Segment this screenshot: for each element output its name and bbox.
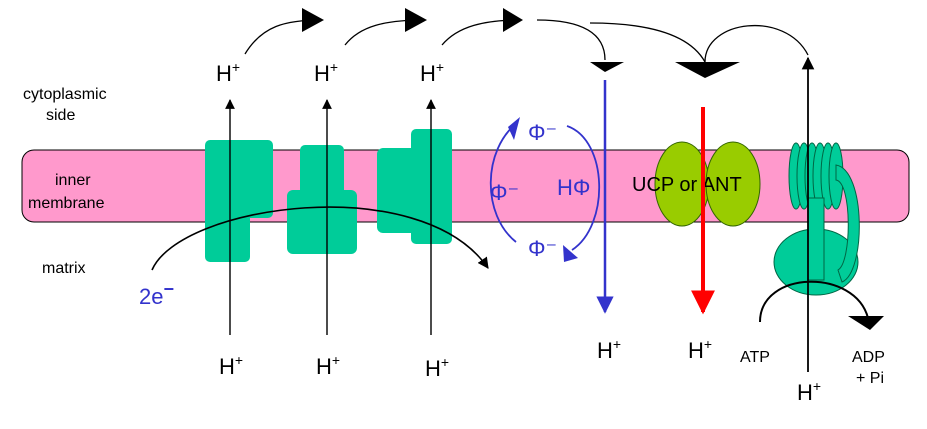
proton-label-top-2: H+ (314, 59, 338, 86)
phi-minus-top-label: Φ⁻ (528, 120, 557, 145)
proton-label-bottom-4: H+ (597, 336, 621, 363)
proton-flow-arrowhead-1 (302, 8, 324, 32)
electrons-label: 2e− (139, 279, 174, 309)
adp-label: ADP (852, 349, 885, 366)
fatty-acid-cycle-left-arc (489, 121, 519, 243)
atp-synthesis-arrowhead (848, 316, 884, 330)
inner-membrane-label-2: membrane (28, 195, 105, 212)
inner-membrane-label-1: inner (55, 172, 91, 189)
proton-label-bottom-6: H+ (797, 378, 821, 405)
proton-flow-arc-5 (589, 22, 706, 63)
atp-synthase (773, 142, 860, 296)
proton-label-top-3: H+ (420, 59, 444, 86)
proton-label-bottom-1: H+ (219, 352, 243, 379)
phi-minus-left-label: Φ⁻ (490, 180, 519, 205)
fatty-acid-cycle-bottom-arrowhead (563, 245, 578, 262)
inner-membrane-band (21, 149, 910, 223)
proton-label-bottom-2: H+ (316, 352, 340, 379)
fatty-acid-cycle-top-arrowhead (508, 117, 520, 140)
proton-label-bottom-5: H+ (688, 336, 712, 363)
proton-entry-arrowhead-2 (675, 62, 740, 78)
proton-label-bottom-3: H+ (425, 354, 449, 381)
phi-minus-bottom-label: Φ⁻ (528, 236, 557, 261)
fatty-acid-cycle-right-arc (566, 125, 601, 251)
cytoplasmic-side-label-2: side (46, 107, 75, 124)
proton-flow-arc-6 (704, 24, 809, 63)
ucp-ant-label: UCP or ANT (632, 174, 742, 196)
atp-synthesis-arc (759, 280, 869, 323)
proton-entry-arrowhead-1 (590, 62, 624, 72)
pi-label: + Pi (856, 370, 884, 387)
complex-i (205, 140, 273, 262)
hphi-label: HΦ (557, 175, 590, 200)
complex-iv (377, 129, 452, 244)
atp-label: ATP (740, 349, 770, 366)
electron-path-arrow (151, 206, 489, 271)
proton-flow-arrowhead-3 (503, 8, 523, 32)
complex-iii (287, 145, 357, 254)
ucp-right-lobe (705, 141, 761, 227)
matrix-label: matrix (42, 260, 86, 277)
proton-flow-arc-4 (536, 19, 606, 61)
cytoplasmic-side-label-1: cytoplasmic (23, 86, 107, 103)
proton-label-top-1: H+ (216, 59, 240, 86)
proton-flow-arrowhead-2 (405, 8, 427, 32)
